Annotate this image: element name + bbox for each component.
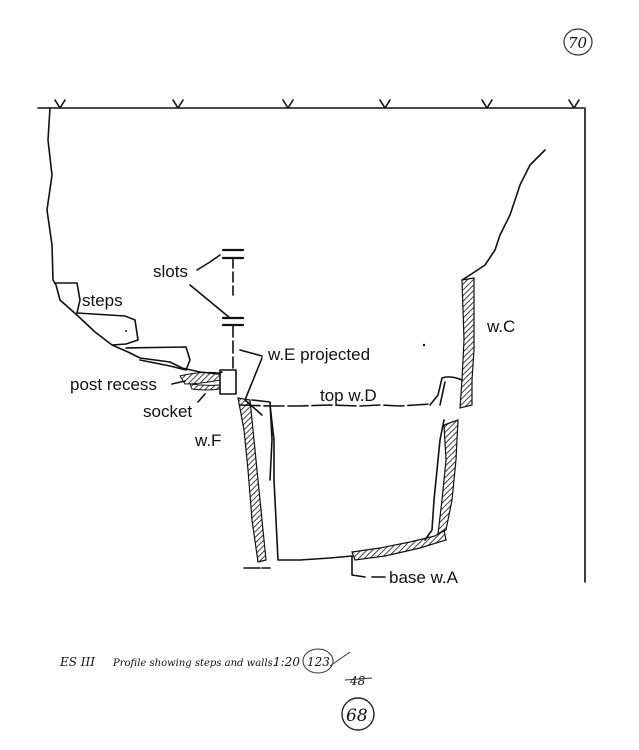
label-wc: w.C	[486, 317, 515, 336]
label-wf: w.F	[194, 431, 221, 450]
label-post-recess: post recess	[70, 375, 157, 394]
label-base-wa: base w.A	[389, 568, 459, 587]
socket-block	[219, 369, 237, 395]
slots-marks	[221, 248, 245, 369]
base-profile	[269, 404, 353, 561]
step-2	[76, 312, 139, 346]
label-socket: socket	[143, 402, 192, 421]
page-number-text: 70	[568, 34, 588, 52]
step-1	[54, 282, 81, 314]
caption: ES III Profile showing steps and walls. …	[59, 648, 375, 731]
label-slots: slots	[153, 262, 188, 281]
label-we-projected: w.E projected	[267, 345, 370, 364]
wall-c	[437, 277, 475, 536]
caption-site: ES III	[59, 655, 95, 669]
right-section-profile	[461, 149, 546, 281]
step-3	[125, 346, 191, 371]
wall-a	[351, 529, 447, 578]
label-top-wd: top w.D	[320, 386, 377, 405]
post-recess-hatch	[179, 371, 221, 391]
top-wd-line	[239, 403, 431, 407]
label-steps: steps	[82, 291, 123, 310]
caption-description: Profile showing steps and walls.	[112, 658, 276, 669]
caption-old-number-1: 123	[307, 655, 330, 669]
left-section-profile	[46, 107, 223, 375]
ground-surface-line	[37, 99, 585, 109]
caption-scale: 1:20	[273, 655, 300, 669]
caption-figure-number: 68	[346, 706, 368, 726]
wall-f	[237, 397, 273, 569]
page-number: 70	[563, 28, 593, 56]
caption-old-number-2: 48	[349, 674, 366, 688]
